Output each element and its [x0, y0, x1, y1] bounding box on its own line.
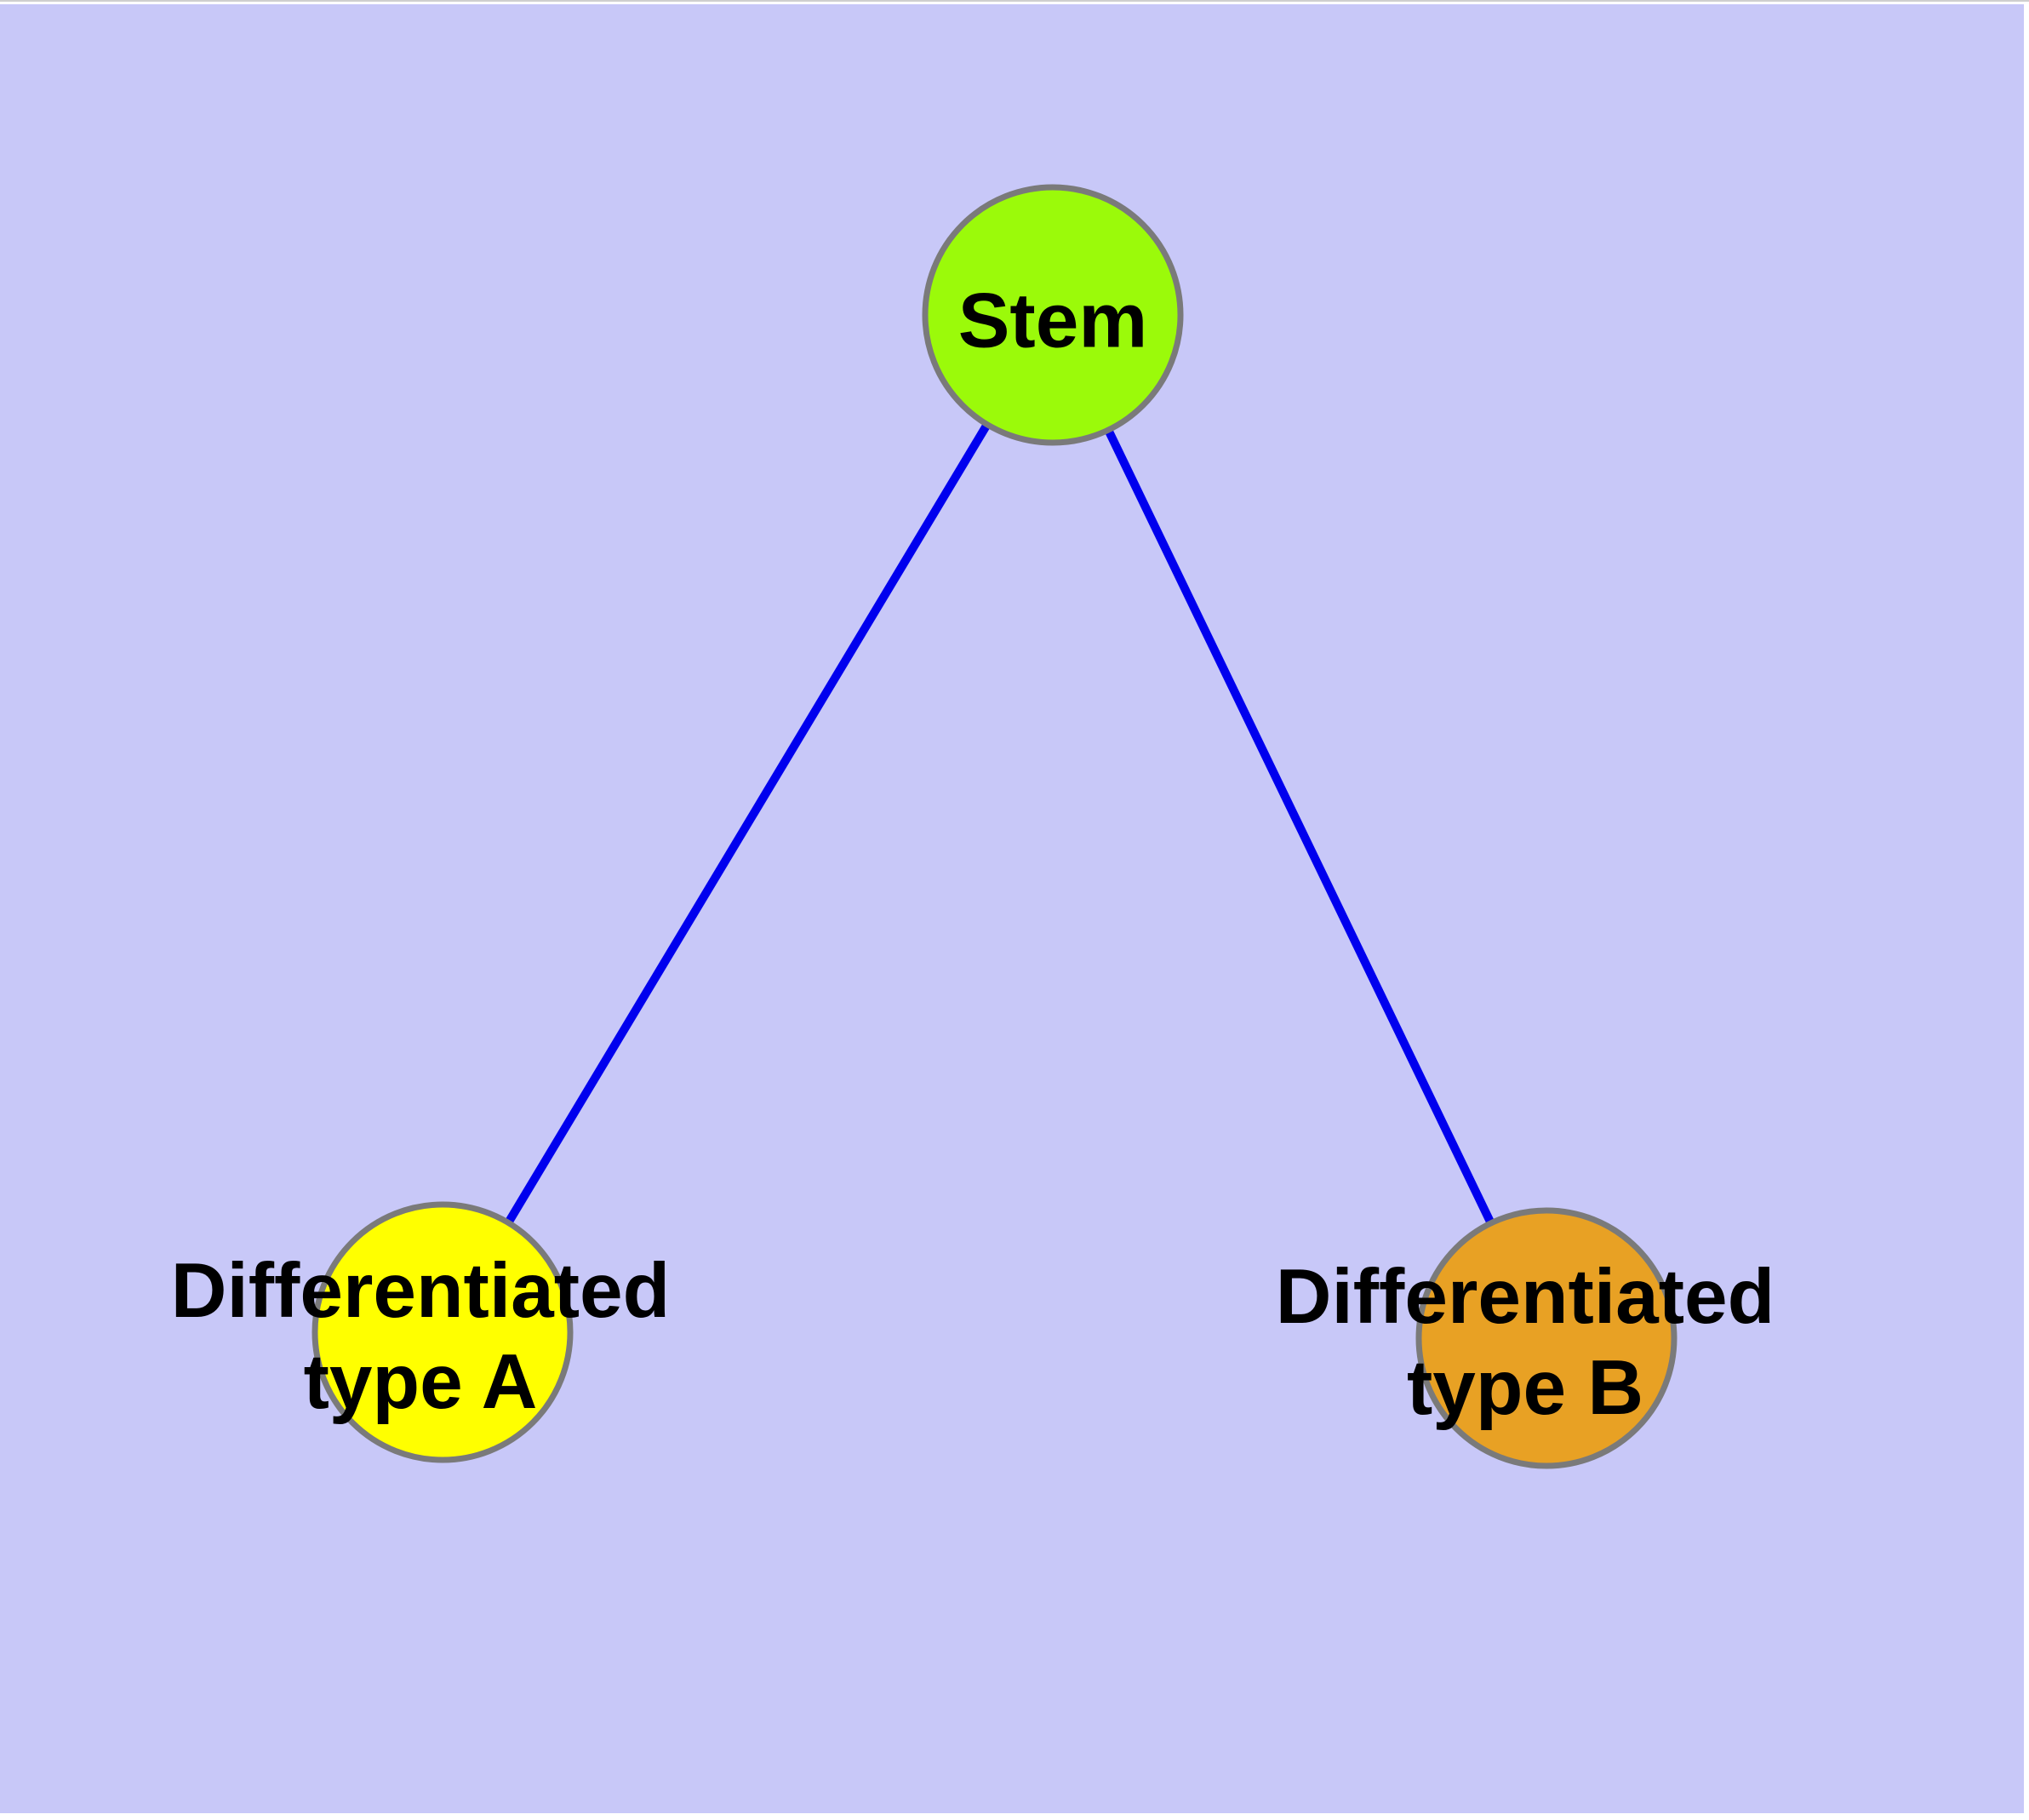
node-differentiated-type-b[interactable]	[1415, 1207, 1677, 1469]
page-top-border	[0, 0, 2029, 2]
edge-stem-to-type-b[interactable]	[1049, 312, 1551, 1341]
edge-stem-to-type-a[interactable]	[438, 312, 1057, 1335]
node-stem[interactable]	[922, 184, 1184, 446]
node-differentiated-type-a[interactable]	[311, 1201, 574, 1463]
